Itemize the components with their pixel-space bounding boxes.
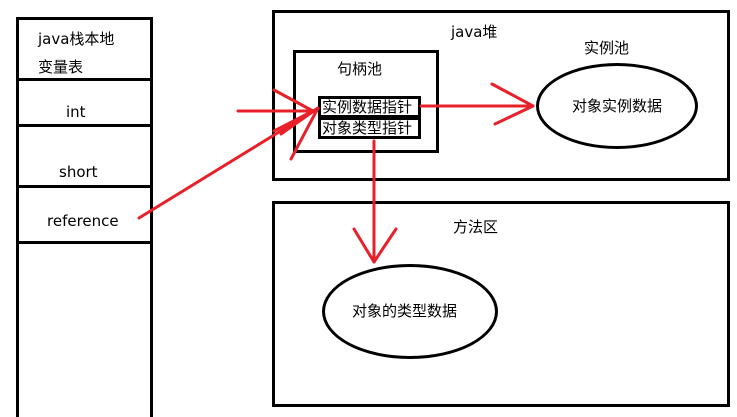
instance-data-ellipse xyxy=(536,63,698,149)
type-data-ellipse xyxy=(322,264,498,359)
arrow-reference-to-handle xyxy=(137,106,320,220)
instance-data-pointer xyxy=(318,96,421,118)
method-area xyxy=(272,201,730,407)
stack-slot-int: int xyxy=(66,103,86,121)
instance-pool-title: 实例池 xyxy=(584,39,630,57)
java-stack-title-line1: java栈本地 xyxy=(38,30,115,48)
stack-divider-4 xyxy=(16,241,153,244)
object-type-pointer-label: 对象类型指针 xyxy=(322,119,413,137)
arrow-into-handle-pool-head xyxy=(272,88,315,133)
java-stack-frame xyxy=(16,17,153,417)
handle-pool-title: 句柄池 xyxy=(337,60,383,78)
instance-data-ellipse-label: 对象实例数据 xyxy=(572,97,663,115)
java-heap xyxy=(272,10,730,181)
arrow-reference-to-handle-head xyxy=(279,106,320,161)
stack-divider-3 xyxy=(16,185,153,188)
stack-divider-1 xyxy=(16,78,153,81)
java-heap-title: java堆 xyxy=(451,23,498,41)
java-stack-title-line2: 变量表 xyxy=(38,58,84,76)
stack-slot-reference: reference xyxy=(47,212,119,230)
instance-data-pointer-label: 实例数据指针 xyxy=(322,98,413,116)
method-area-title: 方法区 xyxy=(453,218,499,236)
object-type-pointer xyxy=(318,117,421,139)
arrow-instance-ptr-to-ellipse-head xyxy=(490,82,535,126)
type-data-ellipse-label: 对象的类型数据 xyxy=(352,302,458,320)
stack-slot-short: short xyxy=(59,163,98,181)
arrow-type-ptr-to-ellipse-head xyxy=(352,227,398,264)
stack-divider-2 xyxy=(16,124,153,127)
